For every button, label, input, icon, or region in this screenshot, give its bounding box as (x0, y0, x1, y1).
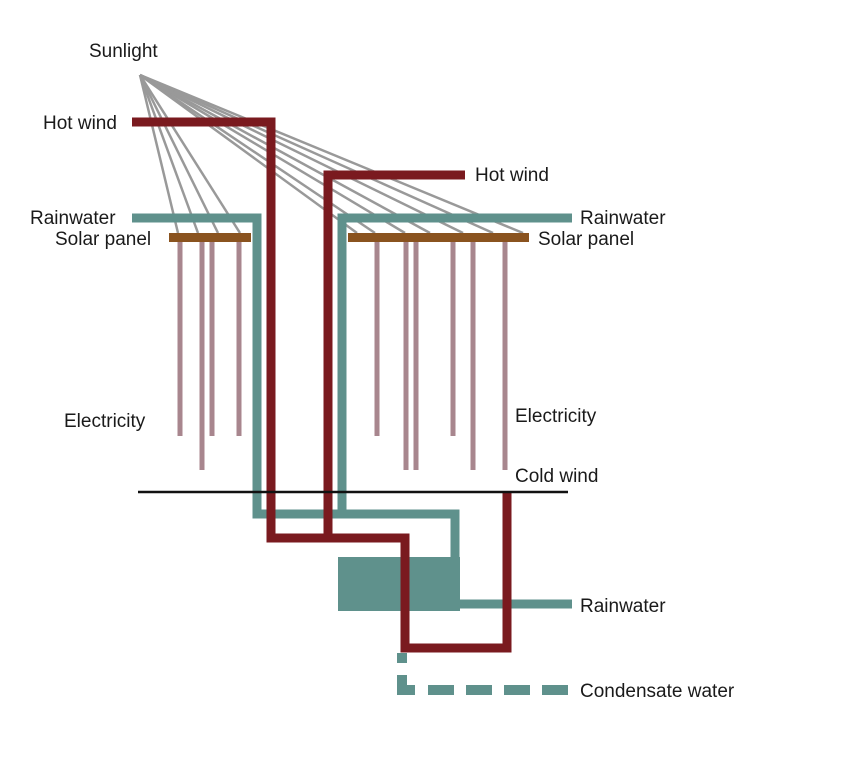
sunlight-ray (138, 74, 180, 234)
rainwater-label-left: Rainwater (30, 208, 116, 229)
electricity-wires (177, 240, 508, 470)
sunlight-ray (139, 73, 431, 235)
sunlight-ray (139, 73, 524, 235)
rainwater-pipe-left (132, 213, 572, 609)
rainwater-label-right: Rainwater (580, 208, 666, 229)
electricity-label-left: Electricity (64, 411, 146, 432)
rainwater-label-bottom: Rainwater (580, 596, 666, 617)
condensate-drip (397, 653, 407, 663)
rainwater-pipe-right (337, 213, 572, 514)
sunlight-ray (139, 73, 494, 235)
hot-wind-label-left: Hot wind (43, 113, 117, 134)
sunlight-rays (138, 73, 524, 235)
water-system (132, 213, 572, 695)
solar-panel-right (348, 233, 529, 242)
hot-wind-duct-right (323, 170, 465, 538)
water-tank (338, 557, 460, 611)
solar-panel-label-left: Solar panel (55, 229, 151, 250)
sunlight-label: Sunlight (89, 41, 158, 62)
condensate-pipe (397, 675, 415, 695)
sunlight-ray (139, 73, 376, 235)
hot-wind-duct-left (132, 117, 512, 653)
sunlight-ray (138, 74, 220, 234)
sunlight-ray (138, 74, 200, 234)
sunlight-ray (139, 73, 358, 235)
electricity-label-right: Electricity (515, 406, 597, 427)
cold-wind-label: Cold wind (515, 466, 598, 487)
wind-system (132, 117, 512, 653)
sunlight-ray (138, 74, 242, 234)
solar-panel-label-right: Solar panel (538, 229, 634, 250)
solar-panel-left (169, 233, 251, 242)
sunlight-ray (139, 73, 464, 235)
condensate-water-label: Condensate water (580, 681, 735, 702)
hot-wind-label-right: Hot wind (475, 165, 549, 186)
